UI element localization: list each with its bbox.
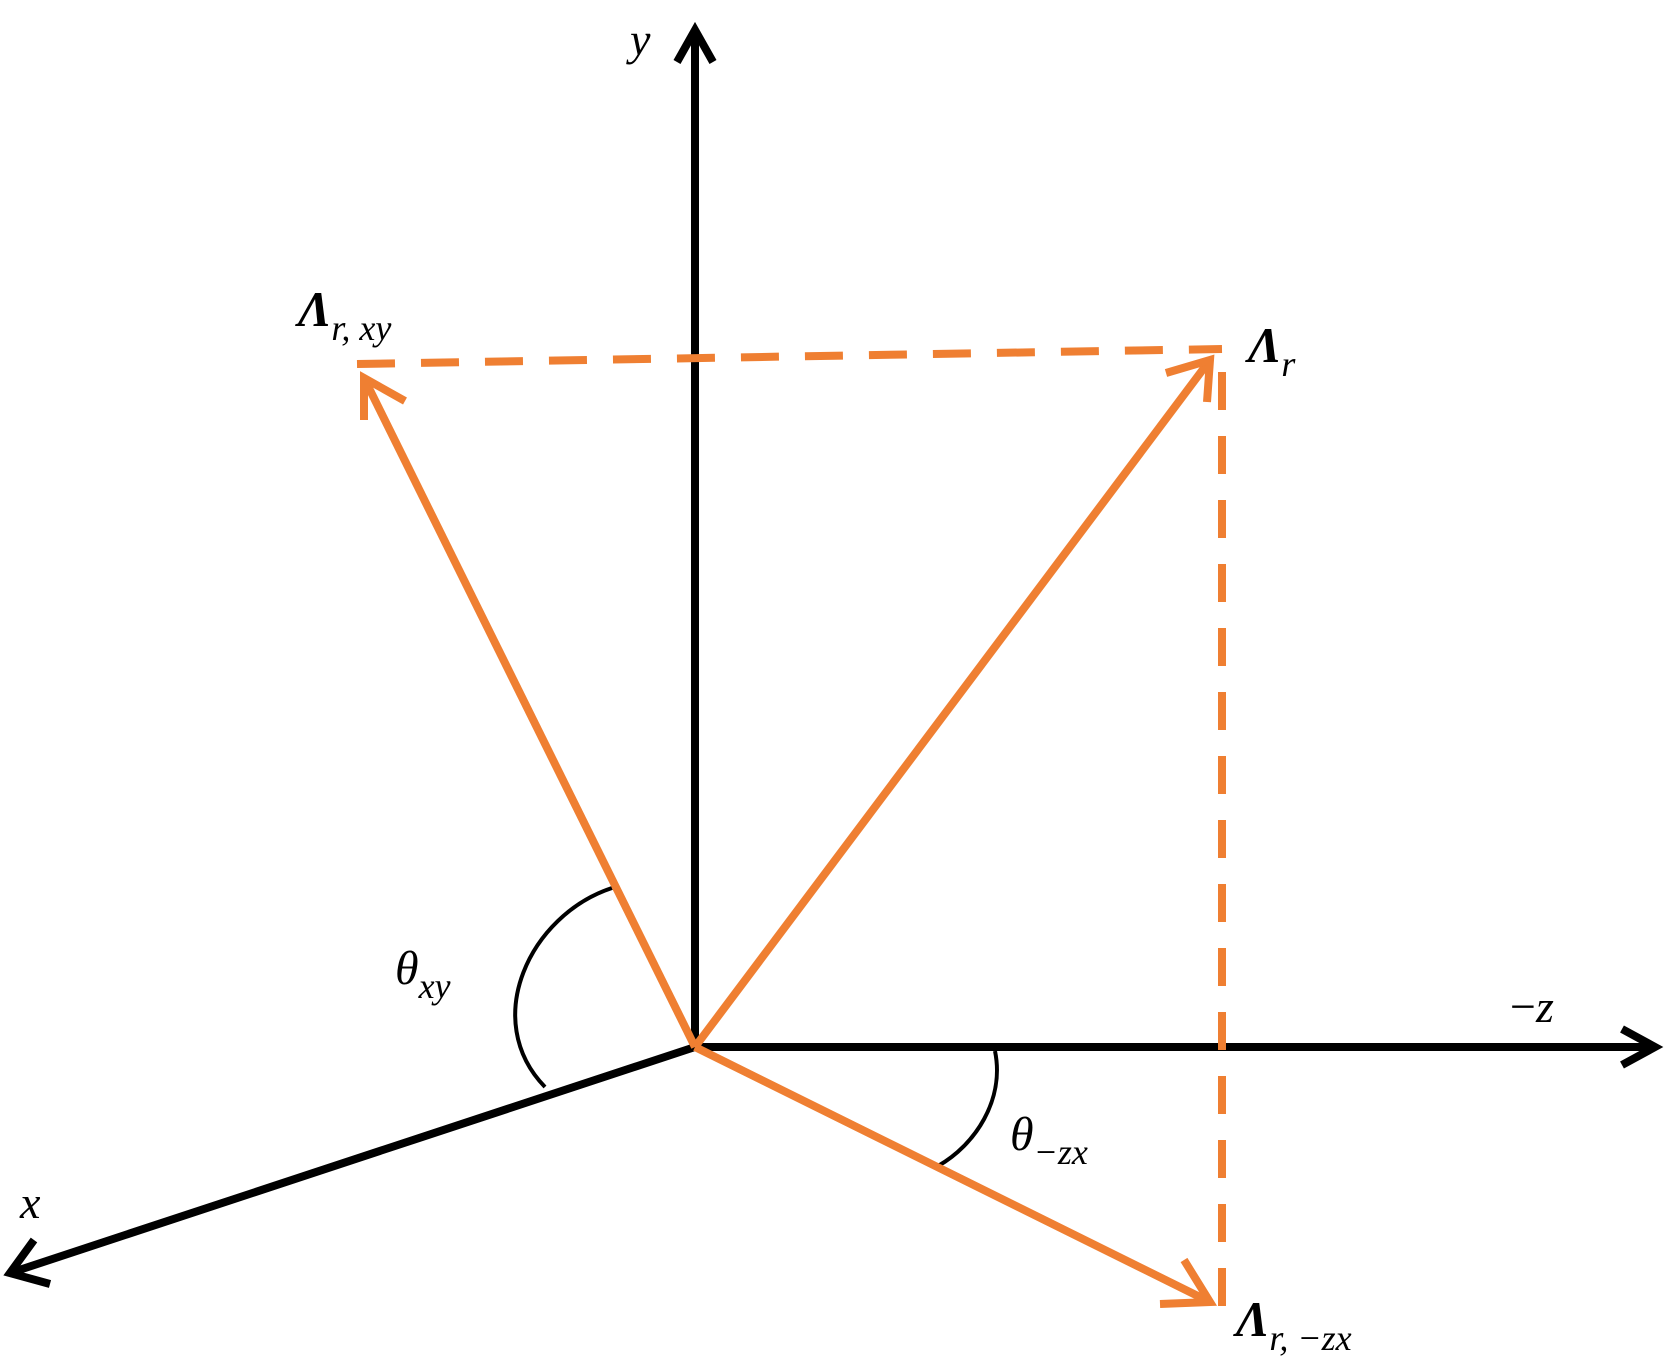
angle-zx-label-symbol: θ <box>1010 1108 1034 1161</box>
vector-r-zx-label: Λr, −zx <box>1233 1291 1352 1358</box>
vector-r-label-symbol: Λ <box>1245 317 1281 373</box>
vector-r-zx-label-symbol: Λ <box>1233 1291 1269 1347</box>
vector-r-label-sub: r <box>1281 344 1296 384</box>
projection-lines <box>356 345 1226 1310</box>
x-axis-label: x <box>19 1177 41 1228</box>
x-axis-arrowhead <box>3 1237 52 1288</box>
z-axis-label-var: z <box>1535 981 1554 1032</box>
angle-zx-label-sub: −zx <box>1034 1132 1088 1172</box>
vector-r-xy-arrowhead <box>360 371 407 420</box>
axes <box>3 21 1664 1288</box>
vector-r <box>691 357 1214 1050</box>
vector-r-xy <box>360 376 699 1049</box>
dashed-line-horizontal <box>356 345 1223 368</box>
angle-zx-label: θ−zx <box>1010 1108 1088 1172</box>
vector-r-xy-label-sub: r, xy <box>331 308 391 348</box>
vector-r-xy-label-symbol: Λ <box>295 281 331 337</box>
vector-r-xy-label: Λr, xy <box>295 281 391 348</box>
angle-xy-label-sub: xy <box>418 966 451 1006</box>
angle-arc-xy <box>513 886 613 1089</box>
y-axis-label: y <box>626 14 651 65</box>
vector-r-arrowhead <box>1164 354 1215 403</box>
vector-r-zx-arrowhead <box>1159 1257 1218 1308</box>
z-axis-arrowhead <box>1620 1025 1664 1069</box>
angle-xy-label: θxy <box>395 942 451 1006</box>
z-axis-label: −z <box>1510 981 1554 1032</box>
vector-r-zx <box>693 1043 1212 1306</box>
z-axis-label-sign: − <box>1510 981 1536 1032</box>
vector-r-label: Λr <box>1245 317 1296 384</box>
x-axis <box>8 1043 697 1277</box>
angle-xy-label-symbol: θ <box>395 942 419 995</box>
y-axis-arrowhead <box>673 21 717 64</box>
angle-arc-zx <box>937 1050 999 1168</box>
vectors <box>360 354 1218 1308</box>
vector-r-zx-label-sub: r, −zx <box>1269 1318 1351 1358</box>
angle-arcs <box>513 886 999 1168</box>
